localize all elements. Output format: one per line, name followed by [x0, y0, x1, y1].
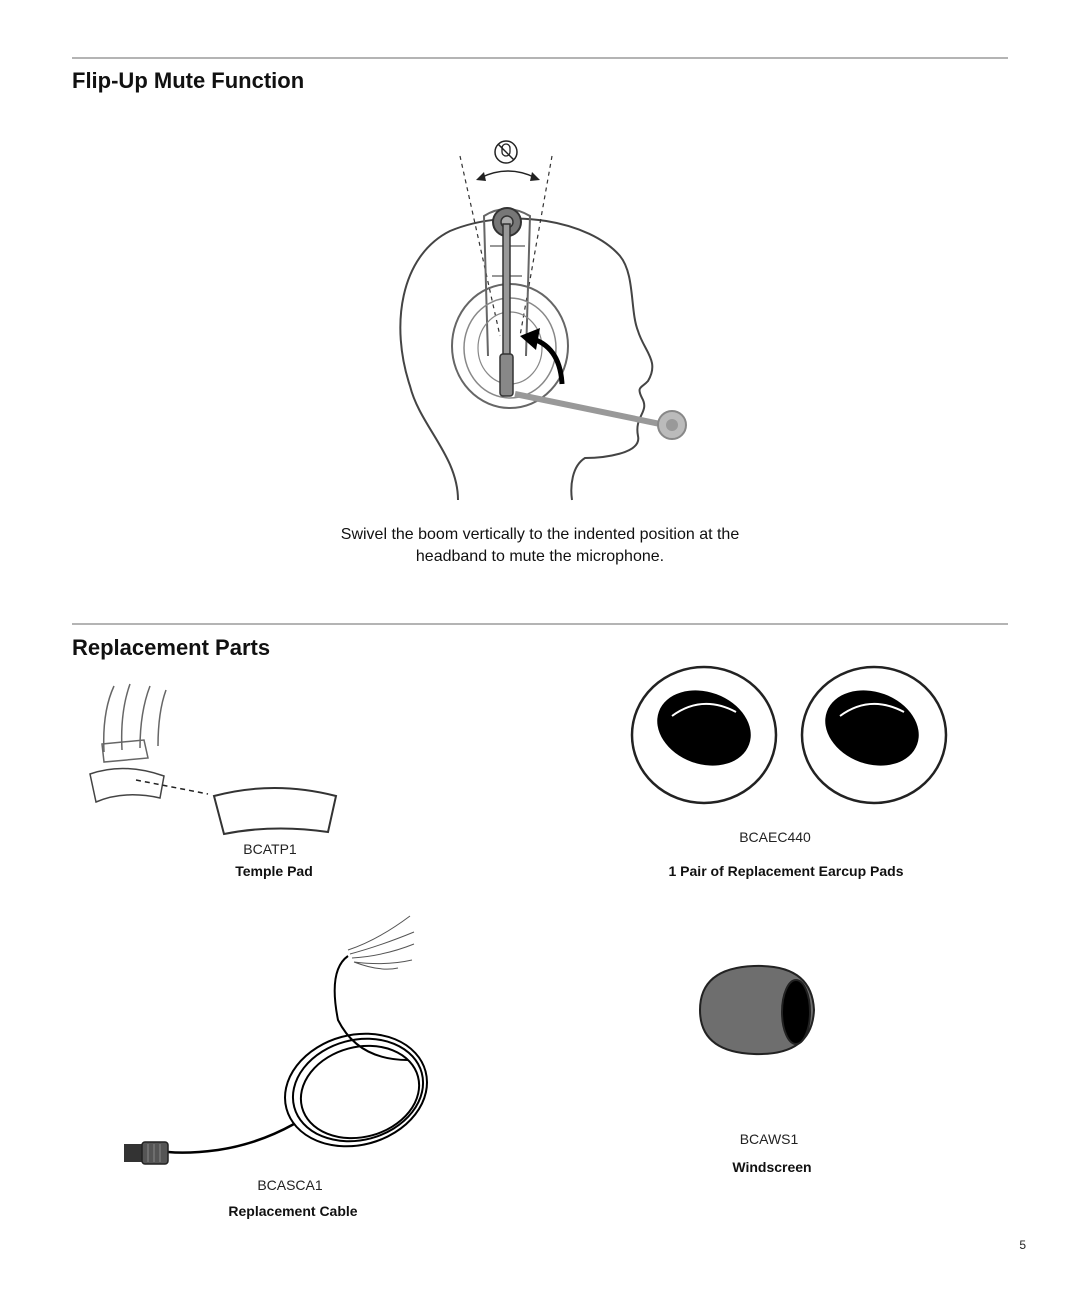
section-title-mute: Flip-Up Mute Function	[72, 68, 305, 93]
head-outline	[399, 217, 654, 501]
part-code-earcup-pads: BCAEC440	[739, 829, 811, 845]
windscreen-illustration	[698, 964, 816, 1056]
part-name-replacement-cable: Replacement Cable	[228, 1203, 358, 1219]
rotation-arrow-icon	[479, 170, 537, 179]
section-rule	[72, 623, 1008, 625]
replacement-cable-illustration	[124, 915, 428, 1165]
swing-line-left	[459, 155, 501, 337]
temple-pad-illustration	[89, 683, 338, 836]
mute-caption-line1: Swivel the boom vertically to the indent…	[340, 526, 740, 543]
part-name-windscreen: Windscreen	[732, 1159, 812, 1175]
part-code-temple-pad: BCATP1	[243, 841, 297, 857]
section-title-parts: Replacement Parts	[72, 635, 271, 660]
temple-pad	[212, 787, 338, 836]
earcup-pads-illustration	[630, 665, 948, 805]
boom-horizontal	[514, 391, 671, 429]
swing-line-right	[519, 155, 553, 337]
top-rule	[72, 57, 1008, 59]
mute-microphone-icon	[494, 140, 518, 164]
mute-caption-line2: headband to mute the microphone.	[415, 548, 665, 565]
part-code-windscreen: BCAWS1	[739, 1131, 799, 1147]
temple-pad-attached	[89, 767, 165, 804]
part-name-temple-pad: Temple Pad	[235, 863, 313, 879]
mute-caption: Swivel the boom vertically to the indent…	[240, 524, 840, 568]
cable-connector	[124, 1141, 169, 1165]
earcup-pad-right	[800, 665, 948, 805]
headset-mute-illustration	[399, 140, 687, 501]
page-number: 5	[1019, 1238, 1026, 1252]
part-code-replacement-cable: BCASCA1	[257, 1177, 323, 1193]
part-name-earcup-pads: 1 Pair of Replacement Earcup Pads	[668, 863, 904, 879]
earcup-pad-left	[630, 665, 778, 805]
